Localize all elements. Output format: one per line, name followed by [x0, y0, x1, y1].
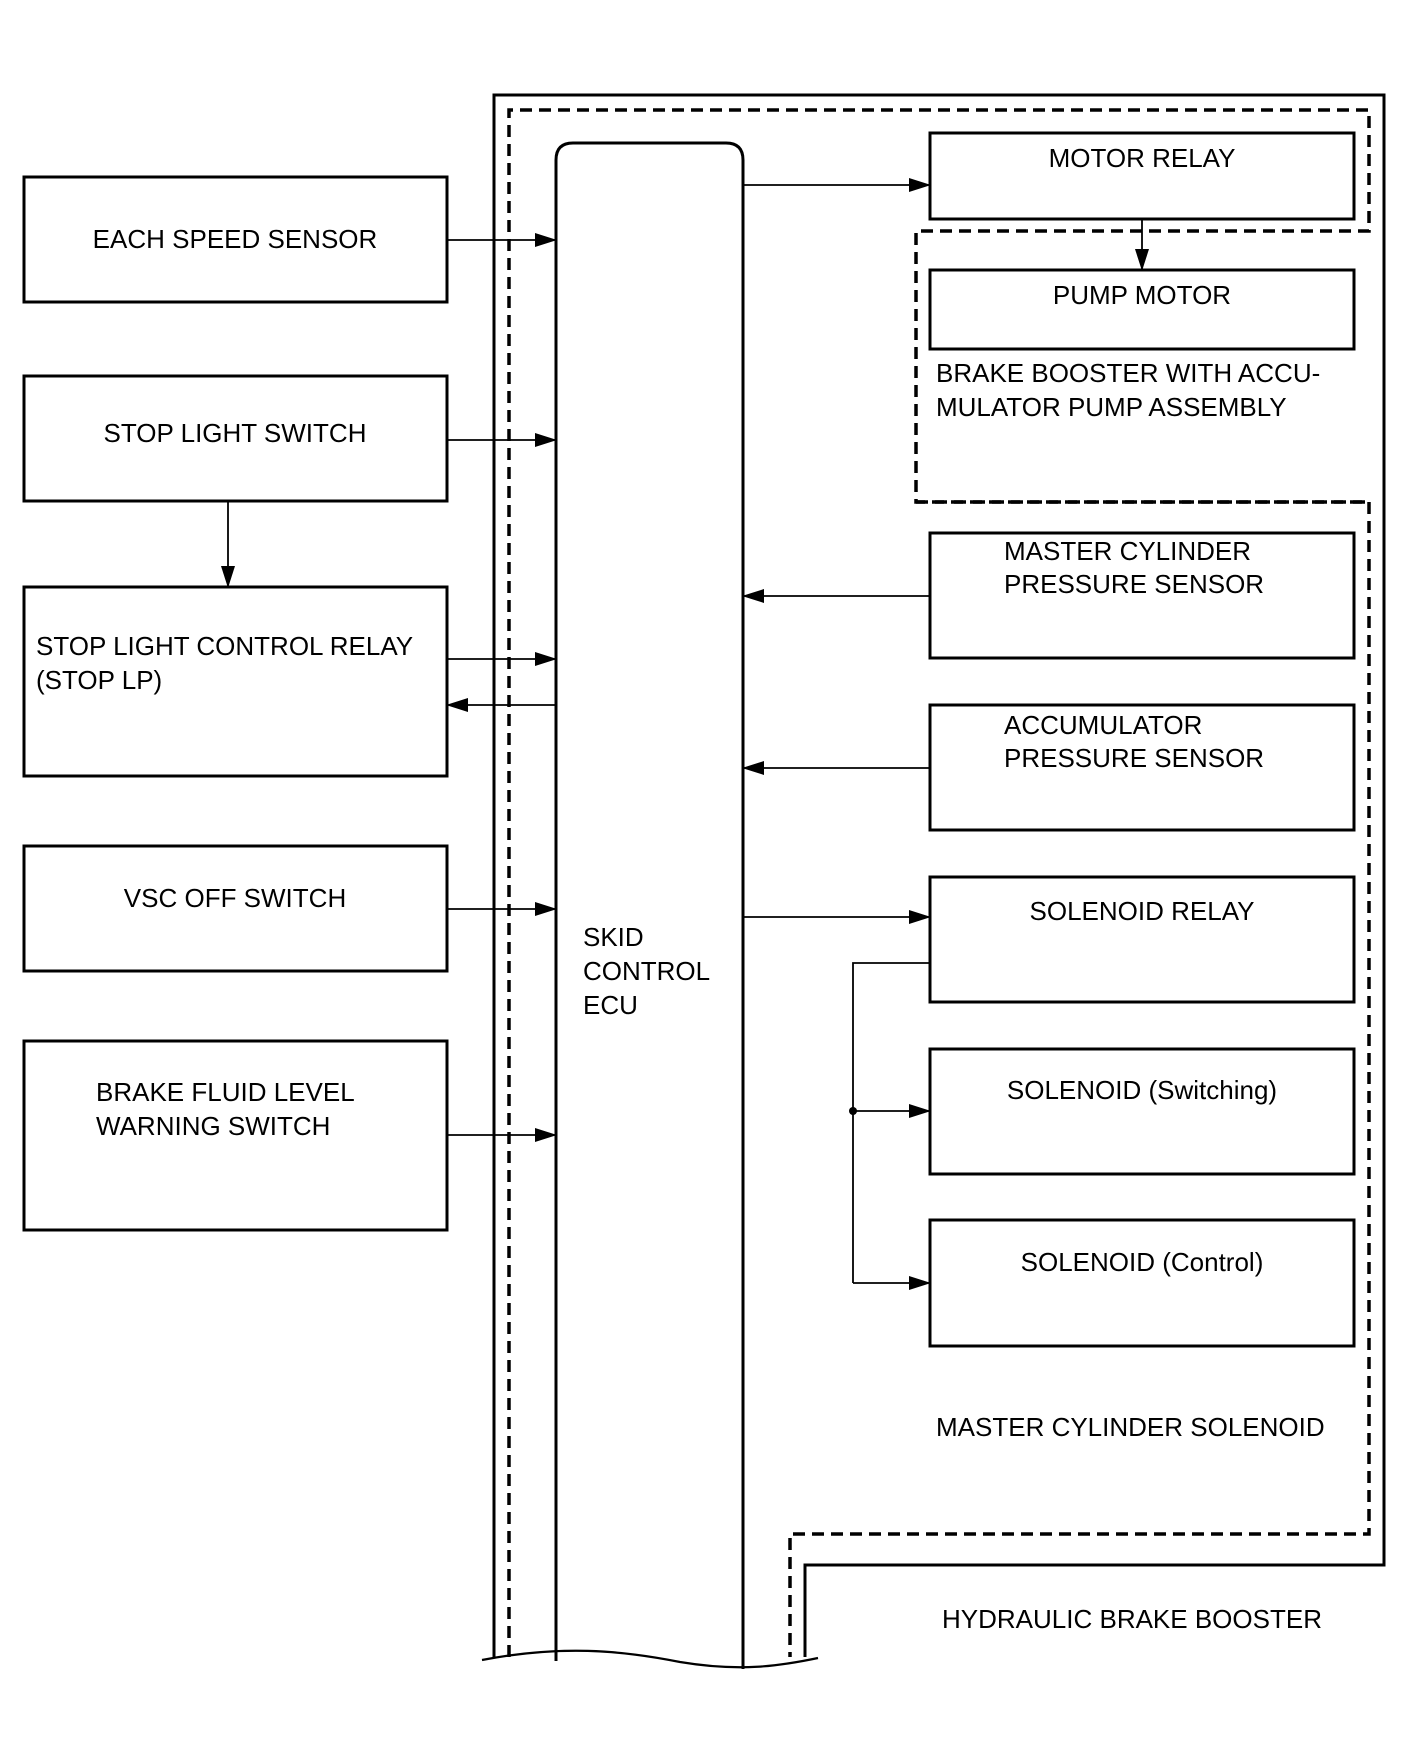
stop-light-switch-label: STOP LIGHT SWITCH: [104, 418, 367, 448]
brake-booster-accumulator-label-line1: BRAKE BOOSTER WITH ACCU-: [936, 358, 1320, 388]
each-speed-sensor-label: EACH SPEED SENSOR: [93, 224, 378, 254]
master-cylinder-solenoid-outline: [507, 108, 1371, 1657]
hydraulic-brake-booster-outline: [492, 93, 1386, 1657]
each-speed-sensor-box: [22, 175, 449, 304]
solenoid-relay-label: SOLENOID RELAY: [1030, 896, 1255, 926]
skid-control-ecu-body: [554, 141, 745, 1669]
pump-motor-label: PUMP MOTOR: [1053, 280, 1231, 310]
brake-fluid-switch-label-line2: WARNING SWITCH: [96, 1111, 330, 1141]
brake-fluid-level-warning-switch-box: [22, 1039, 449, 1232]
stop-light-control-relay-box: [22, 585, 449, 778]
wire-solenoid-relay-bus: [852, 962, 930, 1283]
vsc-off-switch-box: [22, 844, 449, 973]
solenoid-switching-box: [928, 1047, 1356, 1176]
solenoid-switching-label: SOLENOID (Switching): [1007, 1075, 1277, 1105]
accumulator-sensor-label-line1: ACCUMULATOR: [1004, 710, 1202, 740]
skid-control-ecu-label-line3: ECU: [583, 990, 638, 1020]
stop-light-control-relay-sublabel: (STOP LP): [36, 665, 162, 695]
master-cylinder-sensor-label-line2: PRESSURE SENSOR: [1004, 569, 1264, 599]
solenoid-control-label: SOLENOID (Control): [1021, 1247, 1264, 1277]
brake-fluid-switch-label-line1: BRAKE FLUID LEVEL: [96, 1077, 355, 1107]
stop-light-control-relay-label: STOP LIGHT CONTROL RELAY: [36, 631, 413, 661]
break-line: [481, 1649, 819, 1669]
motor-relay-label: MOTOR RELAY: [1049, 143, 1236, 173]
master-cylinder-solenoid-label: MASTER CYLINDER SOLENOID: [936, 1412, 1325, 1442]
vsc-off-switch-label: VSC OFF SWITCH: [124, 883, 346, 913]
skid-control-ecu-label-line1: SKID: [583, 922, 644, 952]
solenoid-relay-box: [928, 875, 1356, 1004]
brake-booster-accumulator-label-line2: MULATOR PUMP ASSEMBLY: [936, 392, 1287, 422]
solenoid-control-box: [928, 1218, 1356, 1348]
hydraulic-brake-booster-label: HYDRAULIC BRAKE BOOSTER: [942, 1604, 1322, 1634]
pump-motor-box: [928, 268, 1356, 351]
accumulator-sensor-label-line2: PRESSURE SENSOR: [1004, 743, 1264, 773]
master-cylinder-sensor-label-line1: MASTER CYLINDER: [1004, 536, 1251, 566]
skid-control-ecu-label-line2: CONTROL: [583, 956, 710, 986]
stop-light-switch-box: [22, 374, 449, 503]
